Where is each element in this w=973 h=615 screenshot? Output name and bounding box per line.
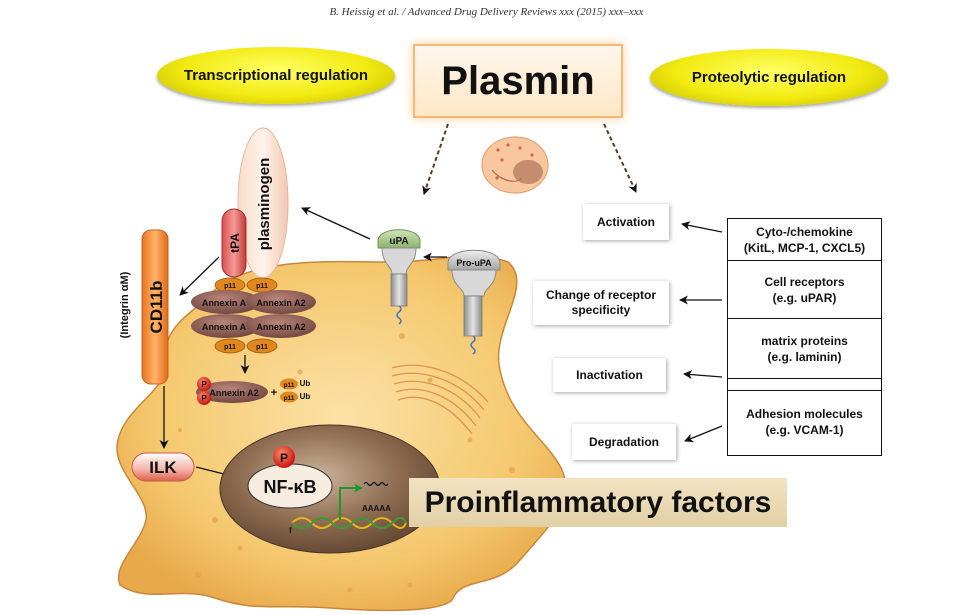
p11-ub-1 xyxy=(280,378,298,390)
upa-receptor: uPA xyxy=(377,229,421,325)
dashed-arrow-right xyxy=(603,123,637,193)
transcription-arrow xyxy=(339,483,363,520)
regulators-table: Cyto-/chemokine(KitL, MCP-1, CXCL5) Cell… xyxy=(727,218,882,456)
process-activation: Activation xyxy=(583,204,669,240)
ilk-label: ILK xyxy=(149,458,177,477)
plasmin-title: Plasmin xyxy=(413,44,623,118)
pro-upa-label: Pro-uPA xyxy=(456,258,492,268)
mrna-squiggle xyxy=(363,481,389,487)
diagram-text: p11 xyxy=(256,283,268,290)
p11-bottom-right xyxy=(246,338,278,354)
annexin-a2-phosphorylated xyxy=(196,381,268,403)
annexin-a2-right-1 xyxy=(246,290,316,314)
diagram-text: P xyxy=(201,380,207,389)
dashed-arrow-left xyxy=(422,123,449,195)
regulator-adhesion-molecules: Adhesion molecules(e.g. VCAM-1) xyxy=(746,407,863,437)
nfkb-label: NF-κB xyxy=(263,477,316,497)
pro-upa-receptor: Pro-uPA xyxy=(447,249,501,355)
diagram-text: P xyxy=(280,451,288,465)
process-degradation: Degradation xyxy=(572,424,676,460)
diagram-text: Annexin A2 xyxy=(256,298,305,308)
diagram-text: p11 xyxy=(224,344,236,351)
proinflammatory-factors-label: Proinflammatory factors xyxy=(409,478,787,527)
tpa-label: tPA xyxy=(228,233,242,253)
process-inactivation: Inactivation xyxy=(553,358,666,392)
diagram-text: P xyxy=(201,394,207,403)
regulator-matrix-proteins: matrix proteins(e.g. laminin) xyxy=(728,319,881,379)
annexin-a2-right-2 xyxy=(246,314,316,338)
upa-label: uPA xyxy=(389,236,408,247)
cell-icon xyxy=(481,136,549,194)
cd11b-label: CD11b xyxy=(147,281,166,334)
ub-label-1: Ub xyxy=(300,379,311,388)
arrow-reg-activation xyxy=(681,221,723,233)
p11-bottom-left xyxy=(214,338,246,354)
ilk-shape xyxy=(131,452,195,482)
regulator-spacer xyxy=(728,379,881,391)
cd11b-bar xyxy=(141,229,169,385)
annexin-a2-left-1 xyxy=(191,290,261,314)
journal-header: B. Heissig et al. / Advanced Drug Delive… xyxy=(329,6,644,18)
diagram-text: p11 xyxy=(284,395,295,402)
arrow-reg-inactivation xyxy=(683,370,723,380)
regulator-cell-receptors: Cell receptors(e.g. uPAR) xyxy=(728,261,881,319)
tpa-shape xyxy=(221,208,247,278)
p-marker-2 xyxy=(197,391,211,405)
arrow-reg-degradation xyxy=(684,425,723,443)
diagram-text: p11 xyxy=(284,382,295,389)
arrow-upa-to-plasminogen xyxy=(301,207,371,240)
diagram-text: p11 xyxy=(224,283,236,290)
annexin-a2-left-2 xyxy=(191,314,261,338)
nfkb-p-marker xyxy=(273,446,295,468)
plasminogen-label: plasminogen xyxy=(256,158,273,251)
integrin-label: (Integrin αM) xyxy=(119,271,131,338)
nucleus-small-label: f xyxy=(289,526,292,535)
process-change-of-receptor-specificity: Change of receptor specificity xyxy=(533,281,669,325)
diagram-text: Annexin A2 xyxy=(256,322,305,332)
plus-sign: + xyxy=(271,387,277,399)
transcriptional-regulation-label: Transcriptional regulation xyxy=(157,47,395,104)
polya-label: AAAAA xyxy=(362,504,391,513)
regulator-cytokine: Cyto-/chemokine(KitL, MCP-1, CXCL5) xyxy=(728,219,881,261)
p11-ub-2 xyxy=(280,391,298,403)
golgi-apparatus xyxy=(391,364,489,435)
diagram-text: Annexin A xyxy=(202,322,247,332)
arrow-tpa-to-cd11b xyxy=(179,256,220,296)
diagram-text: p11 xyxy=(256,344,268,351)
dna-helix xyxy=(291,517,407,529)
diagram-text: Annexin A2 xyxy=(209,388,258,398)
p-marker-1 xyxy=(197,377,211,391)
ub-label-2: Ub xyxy=(300,392,311,401)
diagram-text: Annexin A xyxy=(202,298,247,308)
proteolytic-regulation-label: Proteolytic regulation xyxy=(650,49,888,106)
